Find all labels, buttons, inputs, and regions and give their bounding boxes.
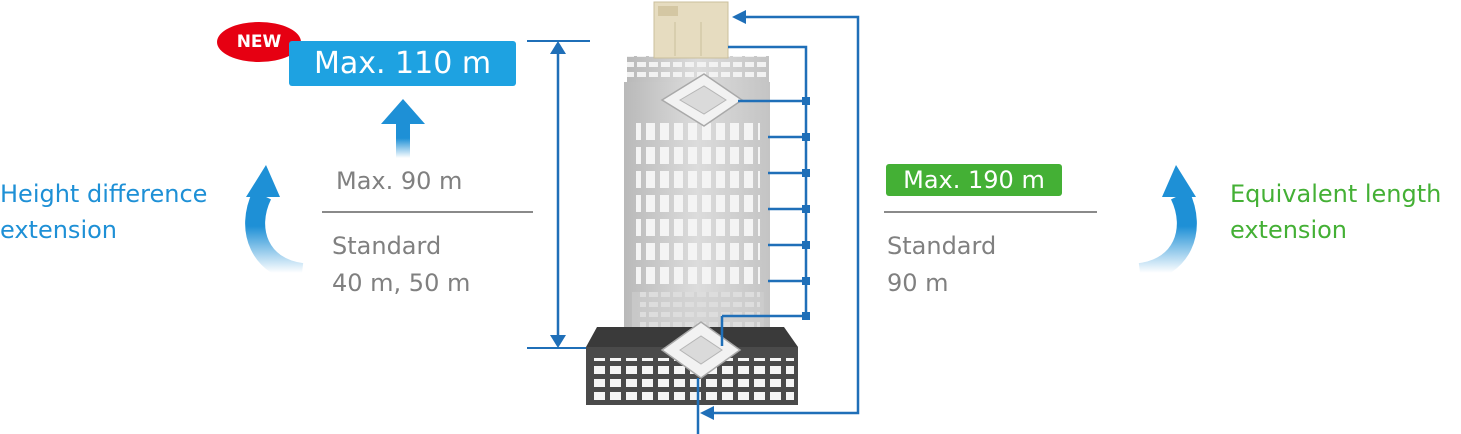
indoor-unit-bottom: [660, 321, 742, 379]
branch-joints: [802, 97, 810, 320]
indoor-unit-top: [660, 73, 744, 127]
height-dimension-line: [527, 40, 590, 349]
pipe-arrowheads: [700, 10, 746, 420]
equivalent-length-caption-line1: Equivalent length: [1230, 180, 1442, 208]
curved-arrow-left-icon: [245, 165, 304, 283]
right-divider: [884, 211, 1097, 213]
max-height-new-label: Max. 110 m: [313, 46, 492, 81]
outdoor-unit: [653, 1, 729, 59]
office-building: [586, 56, 798, 405]
up-arrow-icon: [381, 99, 425, 158]
max-height-old-label: Max. 90 m: [336, 167, 463, 195]
left-divider: [322, 211, 533, 213]
max-height-new-box: [289, 41, 516, 86]
max-length-new-label: Max. 190 m: [903, 166, 1045, 194]
height-standard-block: Standard 40 m, 50 m: [332, 228, 470, 302]
new-badge-label: NEW: [236, 32, 282, 52]
curved-arrow-right-icon: [1138, 165, 1197, 283]
equivalent-length-caption: Equivalent length extension: [1230, 176, 1441, 248]
height-difference-caption: Height difference extension: [0, 176, 207, 248]
max-length-new-box: [886, 164, 1062, 196]
height-difference-caption-line1: Height difference: [0, 180, 208, 208]
length-standard-label: Standard: [887, 232, 997, 260]
new-badge: [217, 22, 301, 62]
length-standard-block: Standard 90 m: [887, 228, 996, 302]
refrigerant-piping: [696, 15, 860, 434]
equivalent-length-caption-line2: extension: [1230, 216, 1347, 244]
height-standard-label: Standard: [332, 232, 442, 260]
length-standard-values: 90 m: [887, 269, 949, 297]
height-difference-caption-line2: extension: [0, 216, 117, 244]
height-standard-values: 40 m, 50 m: [332, 269, 471, 297]
